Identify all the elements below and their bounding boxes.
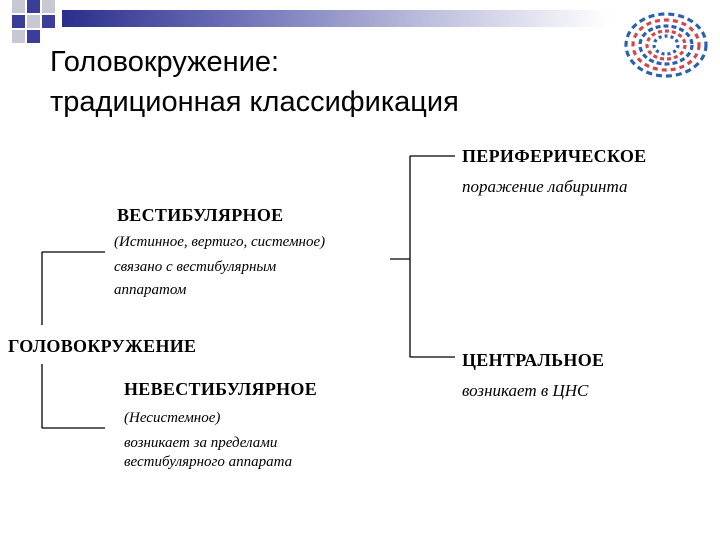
header-square xyxy=(27,0,40,13)
vestibular-label: ВЕСТИБУЛЯРНОЕ xyxy=(117,205,284,225)
header-square xyxy=(27,30,40,43)
vestibular-note: (Истинное, вертиго, системное) xyxy=(114,234,326,250)
nonvestibular-note: (Несистемное) xyxy=(124,410,221,426)
header-gradient-bar xyxy=(62,10,610,27)
nonvestibular-desc-line-1: возникает за пределами xyxy=(124,435,278,451)
slide-title: Головокружение: традиционная классификац… xyxy=(50,42,459,122)
title-line-2: традиционная классификация xyxy=(50,86,459,118)
peripheral-label: ПЕРИФЕРИЧЕСКОЕ xyxy=(462,146,647,166)
header-square xyxy=(12,15,25,28)
header-square xyxy=(27,15,40,28)
header-square xyxy=(12,0,25,13)
root-node-label: ГОЛОВОКРУЖЕНИЕ xyxy=(8,336,197,356)
header-square xyxy=(12,30,25,43)
spiral-logo-icon xyxy=(624,12,708,78)
peripheral-desc: поражение лабиринта xyxy=(462,177,628,196)
central-desc: возникает в ЦНС xyxy=(462,381,589,400)
vestibular-desc-line-1: связано с вестибулярным xyxy=(114,259,277,275)
header-square xyxy=(42,15,55,28)
nonvestibular-desc-line-2: вестибулярного аппарата xyxy=(124,454,293,470)
decorative-header-bar xyxy=(0,0,720,43)
nonvestibular-label: НЕВЕСТИБУЛЯРНОЕ xyxy=(124,379,318,399)
vestibular-desc-line-2: аппаратом xyxy=(114,282,187,298)
header-square xyxy=(42,0,55,13)
title-line-1: Головокружение: xyxy=(50,46,280,78)
central-label: ЦЕНТРАЛЬНОЕ xyxy=(462,350,605,370)
